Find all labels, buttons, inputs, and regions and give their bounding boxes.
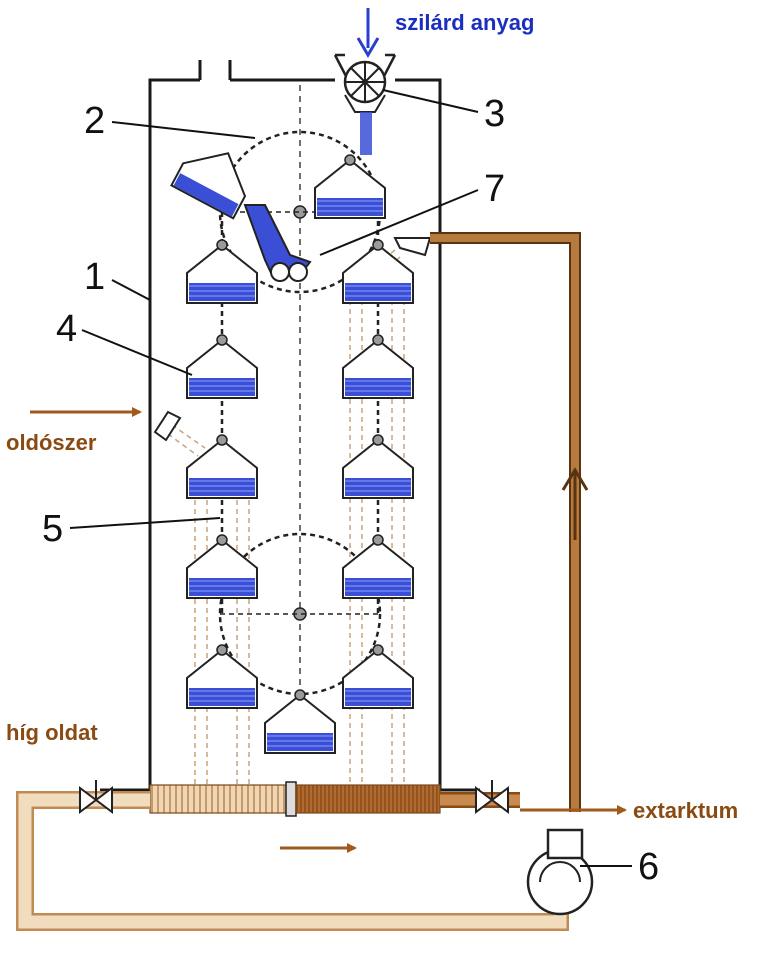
solid-input-label: szilárd anyag — [395, 10, 535, 35]
valve-icon — [79, 780, 113, 814]
discharge-screw — [270, 262, 308, 282]
basket-icon — [186, 334, 258, 399]
solvent-spray — [167, 424, 206, 457]
tray-divider — [285, 781, 297, 817]
lower-sprocket — [218, 532, 382, 696]
solid-stream — [360, 112, 372, 155]
baskets — [186, 154, 414, 754]
solvent-nozzle-icon — [153, 410, 182, 442]
centrifugal-pump-icon — [526, 828, 594, 916]
basket-icon — [186, 434, 258, 499]
basket-icon — [342, 644, 414, 709]
left-drip-lines — [194, 500, 250, 785]
tilted-basket — [170, 152, 247, 220]
basket-icon — [342, 239, 414, 304]
part-number-3: 3 — [484, 93, 506, 135]
basket-icon — [186, 644, 258, 709]
basket-icon — [342, 334, 414, 399]
dilute-recirc-pipe — [16, 791, 569, 931]
basket-icon — [186, 534, 258, 599]
basket-icon — [314, 154, 386, 219]
part-number-2: 2 — [84, 100, 106, 142]
basket-icon — [342, 434, 414, 499]
dilute-tray — [149, 784, 287, 814]
rotary-feeder-icon — [333, 53, 397, 113]
extract-return-pipe — [430, 232, 581, 812]
part-number-7: 7 — [484, 168, 506, 210]
dilute-solution-label: híg oldat — [6, 720, 98, 745]
basket-icon — [186, 239, 258, 304]
extract-output-label: extarktum — [633, 798, 739, 823]
leader-lines — [69, 89, 632, 867]
solvent-input-label: oldószer — [6, 430, 97, 455]
basket-icon — [342, 534, 414, 599]
extract-nozzle — [393, 237, 432, 257]
part-number-5: 5 — [42, 508, 64, 550]
solid-input-arrow — [356, 8, 380, 58]
valve-icon — [475, 780, 509, 814]
part-number-1: 1 — [84, 256, 106, 298]
extract-flow-arrow — [561, 467, 589, 540]
part-number-6: 6 — [638, 846, 660, 888]
concentrated-tray — [295, 784, 441, 814]
extractor-tower — [100, 60, 480, 792]
basket-icon — [264, 689, 336, 754]
part-number-4: 4 — [56, 308, 78, 350]
